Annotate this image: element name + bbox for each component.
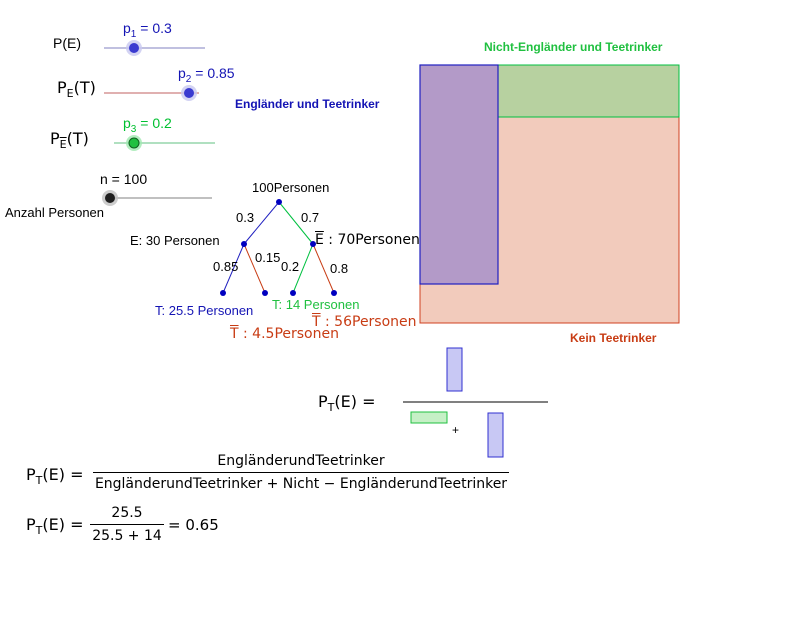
formula1-denominator: EngländerundTeetrinker + Nicht − Engländ… <box>92 472 510 492</box>
formula1-numerator: EngländerundTeetrinker <box>217 453 385 469</box>
slider-label-pE: P(E) <box>53 35 81 51</box>
tree-node-ne-t <box>290 290 296 296</box>
slider-handle-pET-dot[interactable] <box>184 88 194 98</box>
tree-edge-e-t <box>222 243 245 294</box>
area-non-english-tea <box>497 64 680 118</box>
visual-denominator-nonenglish-bar <box>410 411 448 424</box>
formula1-fraction: EngländerundTeetrinker EngländerundTeetr… <box>90 453 512 492</box>
tree-branch-e: 0.3 <box>236 210 255 225</box>
tree-branch-e-nt: 0.15 <box>255 250 281 265</box>
formula2-result: = 0.65 <box>168 516 219 534</box>
tree-node-e-t <box>220 290 226 296</box>
area-label-ne-t: Nicht-Engländer und Teetrinker <box>484 40 663 54</box>
tree-branch-ne: 0.7 <box>301 210 320 225</box>
area-label-no-t: Kein Teetrinker <box>570 331 657 345</box>
tree-edge-root-e <box>243 201 280 245</box>
visual-denominator-english-bar <box>487 412 504 458</box>
tree-edge-root-ne <box>278 201 314 245</box>
area-label-e-t: Engländer und Teetrinker <box>235 97 380 111</box>
slider-label-pEnT: PE(T) <box>50 129 89 152</box>
formula2-fraction: 25.5 25.5 + 14 <box>89 505 165 544</box>
tree-edge-e-nt <box>243 243 266 294</box>
slider-value-pET: p2 = 0.85 <box>178 65 235 85</box>
tree-edge-ne-t <box>292 243 314 294</box>
tree-leaf-ne-t: T: 14 Personen <box>272 297 360 312</box>
tree-leaf-e-t: T: 25.5 Personen <box>155 303 254 318</box>
tree-node-ne-nt <box>331 290 337 296</box>
visual-formula-lhs: PT(E) = <box>318 392 376 415</box>
slider-label-pET: PE(T) <box>57 78 96 101</box>
slider-handle-pEnT-dot[interactable] <box>128 137 140 149</box>
tree-node-ne <box>310 241 316 247</box>
tree-node-e <box>241 241 247 247</box>
tree-branch-ne-nt: 0.8 <box>330 261 349 276</box>
slider-handle-pE-dot[interactable] <box>129 43 139 53</box>
tree-branch-e-t: 0.85 <box>213 259 239 274</box>
visual-numerator-english-bar <box>446 347 463 392</box>
slider-value-pEnT: p3 = 0.2 <box>123 115 172 135</box>
tree-leaf-ne-nt: T : 56Personen <box>312 314 417 330</box>
tree-leaf-e-nt: T : 4.5Personen <box>230 326 339 342</box>
formula2-denominator: 25.5 + 14 <box>90 524 164 544</box>
tree-node-root <box>276 199 282 205</box>
slider-caption-n: Anzahl Personen <box>5 205 105 220</box>
formula2-numerator: 25.5 <box>111 505 143 521</box>
tree-node-e-label: E: 30 Personen <box>130 233 220 248</box>
tree-branch-ne-t: 0.2 <box>281 259 300 274</box>
formula1-lhs: PT(E) = <box>26 465 84 488</box>
slider-value-n: n = 100 <box>100 171 148 187</box>
slider-value-pE: p1 = 0.3 <box>123 20 172 40</box>
area-english-tea <box>419 64 499 285</box>
formula2-lhs: PT(E) = <box>26 515 84 538</box>
tree-root-label: 100Personen <box>252 180 330 195</box>
slider-handle-n-dot[interactable] <box>105 193 115 203</box>
visual-formula-plus: + <box>452 423 460 437</box>
tree-edge-ne-nt <box>312 243 335 294</box>
tree-node-ne-label: E : 70Personen <box>315 232 420 248</box>
tree-node-e-nt <box>262 290 268 296</box>
